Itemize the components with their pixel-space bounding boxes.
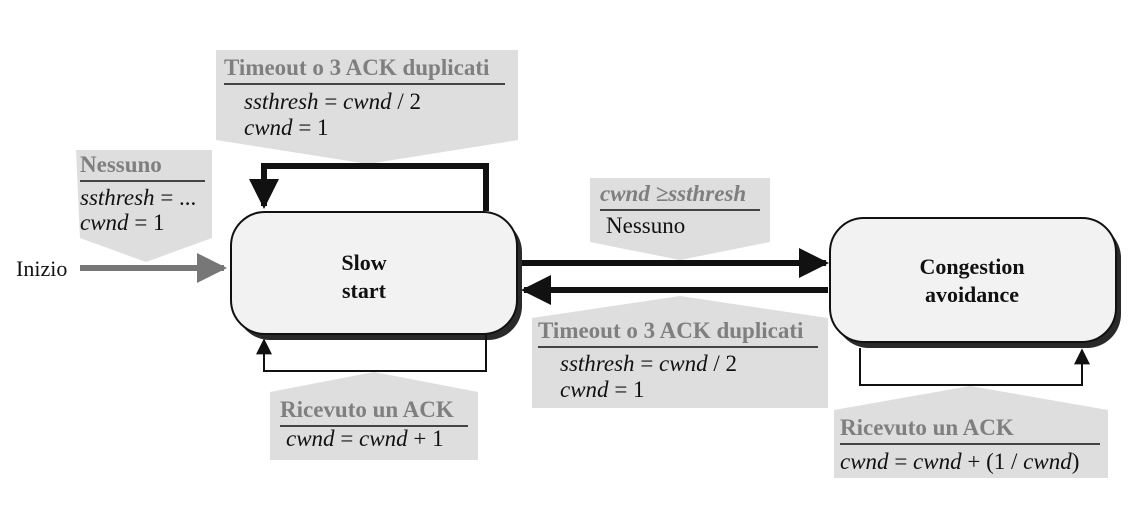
label-to-congestion-event: cwnd ≥ssthresh [600,181,746,206]
label-to-congestion-action: Nessuno [606,213,685,238]
label-initial-event: Nessuno [80,152,162,177]
label-bg-slow-start-ack [270,372,478,460]
start-label: Inizio [16,256,67,281]
transition-congestion-avoidance-ack-loop [859,348,1090,386]
transition-slow-start-timeout-loop [249,163,489,211]
label-congestion-timeout-action-1: ssthresh = cwnd / 2 [560,351,737,376]
label-bg-to-congestion [590,178,770,260]
label-slow-start-ack-event: Ricevuto un ACK [280,397,454,422]
label-bg-congestion-ack [834,386,1108,478]
label-congestion-ack-action-1: cwnd = cwnd + (1 / cwnd) [840,449,1079,474]
state-congestion-avoidance-line2: avoidance [925,282,1019,307]
label-congestion-timeout-event: Timeout o 3 ACK duplicati [538,318,804,343]
state-congestion-avoidance-line1: Congestion [919,254,1024,279]
label-congestion-timeout: Timeout o 3 ACK duplicati ssthresh = cwn… [538,318,818,402]
label-bg-initial [76,150,212,262]
state-slow-start-line1: Slow [341,250,386,275]
label-bg-slow-start-timeout [216,50,518,164]
label-to-congestion: cwnd ≥ssthresh Nessuno [600,181,760,238]
label-slow-start-ack-action-1: cwnd = cwnd + 1 [286,426,444,451]
label-slow-start-timeout-event: Timeout o 3 ACK duplicati [224,55,490,80]
label-slow-start-timeout-action-1: ssthresh = cwnd / 2 [244,89,421,114]
label-initial-action-1: ssthresh = ... [80,185,196,210]
state-congestion-avoidance[interactable]: Congestion avoidance [829,217,1121,348]
label-slow-start-ack: Ricevuto un ACK cwnd = cwnd + 1 [280,397,468,451]
label-slow-start-timeout: Timeout o 3 ACK duplicati ssthresh = cwn… [224,55,505,140]
label-initial-action-2: cwnd = 1 [80,210,165,235]
transition-slow-start-ack-loop [256,334,487,372]
label-bg-congestion-timeout [532,296,828,408]
label-congestion-ack-event: Ricevuto un ACK [840,415,1014,440]
label-initial: Nessuno ssthresh = ... cwnd = 1 [80,152,205,235]
state-slow-start[interactable]: Slow start [230,211,522,340]
label-congestion-ack: Ricevuto un ACK cwnd = cwnd + (1 / cwnd) [840,415,1100,474]
label-congestion-timeout-action-2: cwnd = 1 [560,377,645,402]
state-slow-start-line2: start [342,278,387,303]
label-slow-start-timeout-action-2: cwnd = 1 [244,115,329,140]
